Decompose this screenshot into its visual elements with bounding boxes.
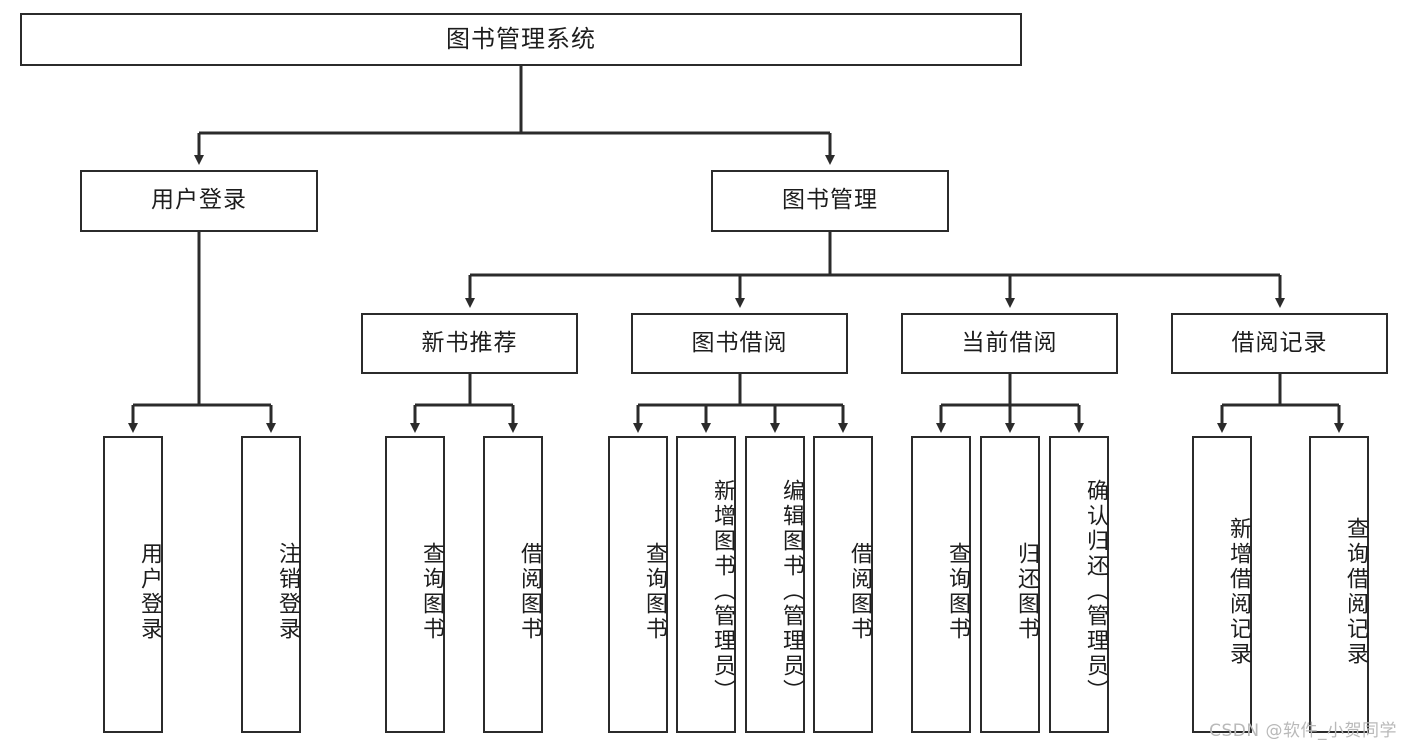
node-current-borrow[interactable]: 当前借阅 <box>901 313 1118 374</box>
node-root-system[interactable]: 图书管理系统 <box>20 13 1022 66</box>
leaf-current-borrow-query[interactable]: 查询图书 <box>911 436 971 733</box>
leaf-label: 编辑图书（管理员） <box>779 479 804 704</box>
node-book-borrow[interactable]: 图书借阅 <box>631 313 848 374</box>
node-borrow-record[interactable]: 借阅记录 <box>1171 313 1388 374</box>
leaf-label: 查询借阅记录 <box>1343 516 1368 667</box>
leaf-new-book-borrow[interactable]: 借阅图书 <box>483 436 543 733</box>
leaf-label: 用户登录 <box>137 541 162 642</box>
leaf-label: 确认归还（管理员） <box>1083 479 1108 704</box>
node-book-management[interactable]: 图书管理 <box>711 170 949 232</box>
leaf-current-borrow-return[interactable]: 归还图书 <box>980 436 1040 733</box>
leaf-borrow-record-query[interactable]: 查询借阅记录 <box>1309 436 1369 733</box>
leaf-borrow-record-add[interactable]: 新增借阅记录 <box>1192 436 1252 733</box>
leaf-label: 借阅图书 <box>517 541 542 642</box>
leaf-book-borrow-add[interactable]: 新增图书（管理员） <box>676 436 736 733</box>
leaf-label: 查询图书 <box>419 541 444 642</box>
node-user-login[interactable]: 用户登录 <box>80 170 318 232</box>
leaf-book-borrow-query[interactable]: 查询图书 <box>608 436 668 733</box>
leaf-label: 借阅图书 <box>847 541 872 642</box>
leaf-label: 新增借阅记录 <box>1226 516 1251 667</box>
leaf-label: 注销登录 <box>275 541 300 642</box>
leaf-label: 查询图书 <box>642 541 667 642</box>
leaf-book-borrow-edit[interactable]: 编辑图书（管理员） <box>745 436 805 733</box>
leaf-label: 新增图书（管理员） <box>710 479 735 704</box>
leaf-user-login-login[interactable]: 用户登录 <box>103 436 163 733</box>
leaf-label: 归还图书 <box>1014 541 1039 642</box>
leaf-new-book-query[interactable]: 查询图书 <box>385 436 445 733</box>
leaf-user-login-logout[interactable]: 注销登录 <box>241 436 301 733</box>
csdn-watermark: CSDN @软件_小贺同学 <box>1209 721 1397 741</box>
node-new-book-recommend[interactable]: 新书推荐 <box>361 313 578 374</box>
leaf-book-borrow-borrow[interactable]: 借阅图书 <box>813 436 873 733</box>
leaf-label: 查询图书 <box>945 541 970 642</box>
leaf-current-borrow-confirm-return[interactable]: 确认归还（管理员） <box>1049 436 1109 733</box>
